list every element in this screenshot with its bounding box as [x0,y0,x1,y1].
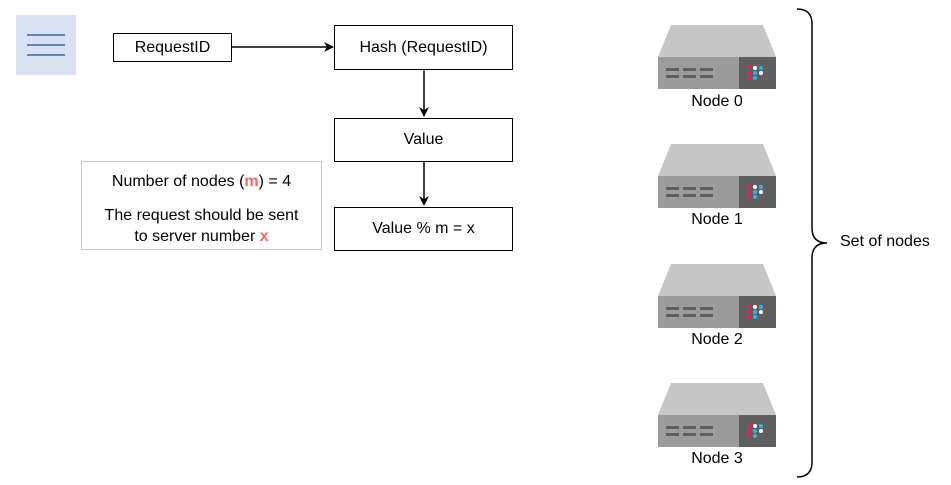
value-box: Value [334,118,513,162]
node-label: Node 2 [691,331,743,348]
node-count-variable: m [244,173,259,190]
node-label: Node 1 [691,211,743,228]
request-destination-line2: to server number x [82,226,321,247]
request-id-box: RequestID [113,33,232,62]
node-count-suffix: ) = 4 [258,173,292,190]
set-of-nodes-brace [796,8,828,478]
node-label: Node 0 [691,93,743,110]
modulo-box: Value % m = x [334,207,513,251]
menu-bar [27,34,65,36]
request-destination-text: The request should be sent to server num… [82,205,321,247]
server-icon [658,144,776,208]
server-icon [658,383,776,447]
node-count-text: Number of nodes (m) = 4 [82,173,321,191]
server-icon [658,25,776,89]
request-destination-variable: x [259,228,269,245]
request-destination-line1: The request should be sent [104,207,299,224]
info-panel: Number of nodes (m) = 4 The request shou… [81,161,322,250]
menu-bar [27,44,65,46]
request-destination-prefix: to server number [134,228,260,245]
node-label: Node 3 [691,450,743,467]
node-count-prefix: Number of nodes ( [111,173,245,190]
set-of-nodes-label: Set of nodes [840,233,930,250]
server-icon [658,264,776,328]
menu-bar [27,54,65,56]
hamburger-menu-icon[interactable] [16,15,76,75]
hash-box: Hash (RequestID) [334,25,513,70]
